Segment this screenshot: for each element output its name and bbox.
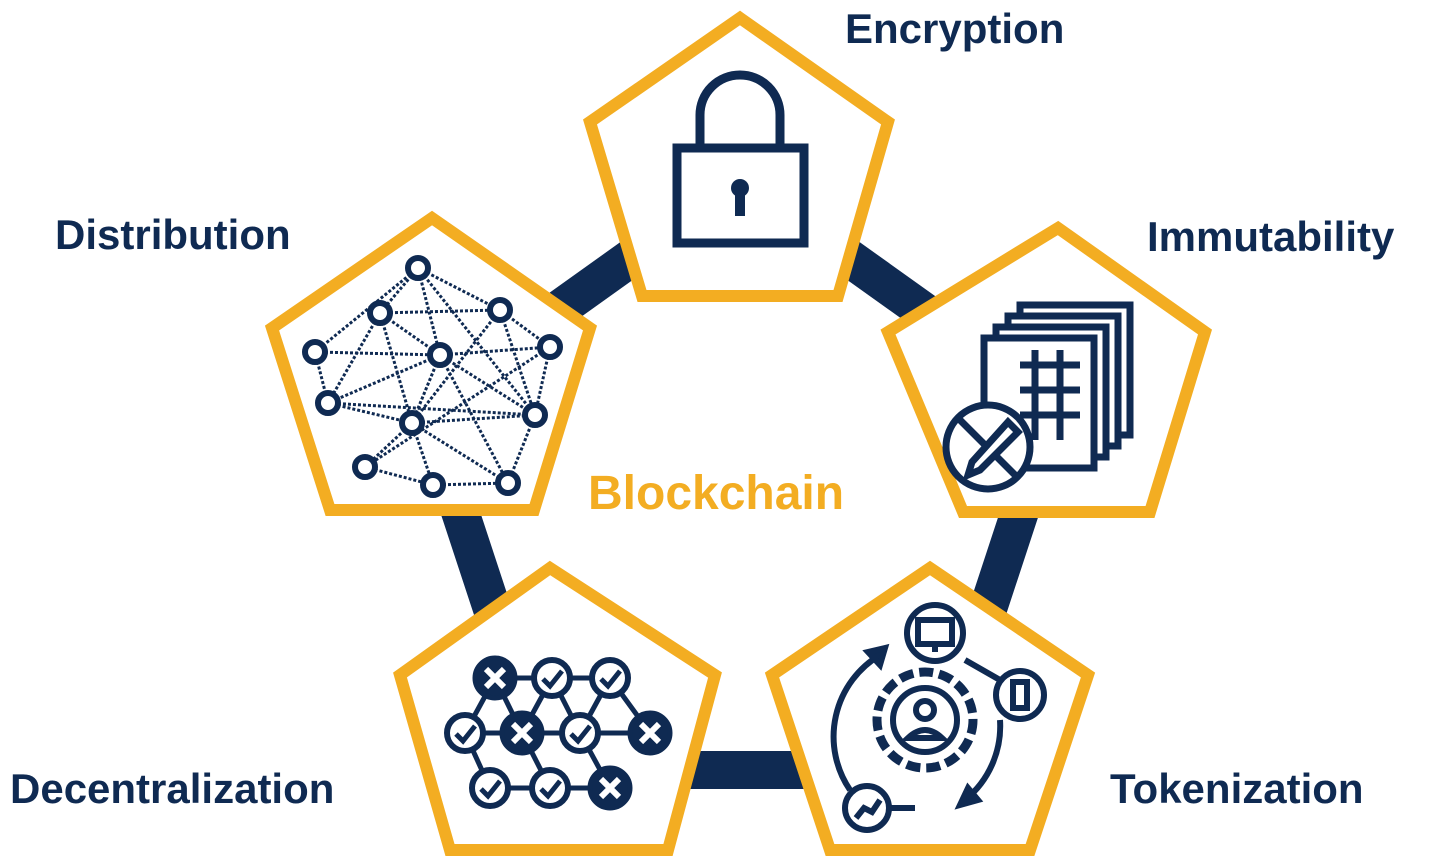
node-check — [589, 657, 631, 699]
label-decentralization: Decentralization — [10, 765, 335, 812]
validation-grid-icon — [444, 655, 673, 811]
node-check — [529, 767, 571, 809]
documents-icon — [942, 301, 1134, 493]
label-encryption: Encryption — [845, 5, 1065, 52]
node-x — [587, 765, 633, 811]
node-check — [469, 767, 511, 809]
node-check — [531, 657, 573, 699]
node-check — [559, 712, 601, 754]
node-check — [444, 712, 486, 754]
label-tokenization: Tokenization — [1110, 765, 1364, 812]
network-icon — [302, 255, 563, 498]
pentagon-decentralization — [393, 560, 722, 856]
node-x — [627, 710, 673, 756]
lock-icon — [672, 70, 809, 248]
label-immutability: Immutability — [1147, 213, 1395, 260]
center-title: Blockchain — [588, 467, 845, 520]
node-x — [472, 655, 518, 701]
pentagon-tokenization — [764, 560, 1096, 856]
token-cycle-icon — [830, 602, 1047, 833]
pentagon-encryption — [583, 10, 895, 302]
label-distribution: Distribution — [55, 211, 291, 258]
pentagon-immutability — [880, 220, 1213, 518]
node-x — [499, 710, 545, 756]
pentagon-distribution — [264, 210, 598, 516]
